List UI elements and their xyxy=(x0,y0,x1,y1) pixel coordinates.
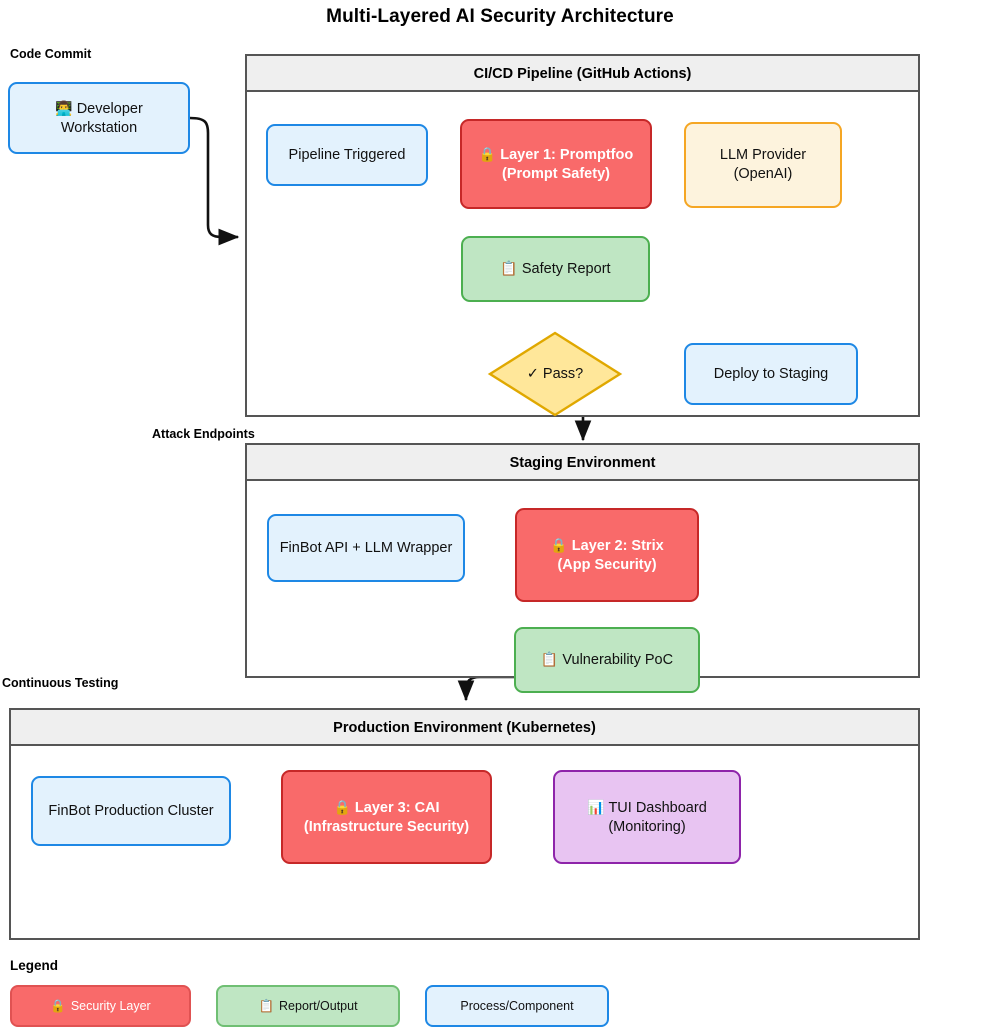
node-label: FinBot API + LLM Wrapper xyxy=(279,539,453,556)
legend-item-security-layer[interactable]: 🔒 Security Layer xyxy=(10,985,191,1027)
node-label: Pipeline Triggered xyxy=(288,146,406,163)
clipboard-emoji: 📋 xyxy=(540,651,559,668)
node-label-line1: Developer xyxy=(76,100,143,117)
lock-emoji: 🔒 xyxy=(50,998,66,1013)
subgraph-title-staging: Staging Environment xyxy=(247,445,918,481)
node-layer3-cai[interactable]: 🔒 Layer 3: CAI (Infrastructure Security) xyxy=(281,770,492,864)
node-finbot-api[interactable]: FinBot API + LLM Wrapper xyxy=(267,514,465,582)
node-llm-provider[interactable]: LLM Provider (OpenAI) xyxy=(684,122,842,208)
legend-item-process-component[interactable]: Process/Component xyxy=(425,985,609,1027)
page-title: Multi-Layered AI Security Architecture xyxy=(326,6,674,27)
node-label: Safety Report xyxy=(521,261,611,278)
node-label-line2: Workstation xyxy=(60,119,138,136)
node-layer2-strix[interactable]: 🔒 Layer 2: Strix (App Security) xyxy=(515,508,699,602)
node-pass-decision[interactable]: ✓ Pass? xyxy=(487,330,623,418)
technologist-emoji: 👨‍💻 xyxy=(55,99,73,116)
node-label: FinBot Production Cluster xyxy=(48,802,214,819)
node-safety-report[interactable]: 📋 Safety Report xyxy=(461,236,650,302)
node-label: Vulnerability PoC xyxy=(562,652,674,669)
node-label-line1: LLM Provider xyxy=(719,147,807,164)
node-finbot-production-cluster[interactable]: FinBot Production Cluster xyxy=(31,776,231,846)
node-pipeline-triggered[interactable]: Pipeline Triggered xyxy=(266,124,428,186)
clipboard-emoji: 📋 xyxy=(258,998,275,1013)
node-label-line2: (App Security) xyxy=(557,556,657,573)
lock-emoji: 🔒 xyxy=(478,145,497,162)
legend-item-report-output[interactable]: 📋 Report/Output xyxy=(216,985,400,1027)
edge-label-code-commit: Code Commit xyxy=(10,47,92,61)
node-label-line2: (Prompt Safety) xyxy=(502,165,610,182)
lock-emoji: 🔒 xyxy=(333,798,351,815)
clipboard-emoji: 📋 xyxy=(500,260,518,277)
node-label: ✓ Pass? xyxy=(526,366,584,382)
node-label-line1: Layer 1: Promptfoo xyxy=(500,146,634,163)
diamond-shape xyxy=(487,331,623,417)
node-label-line1: Layer 3: CAI xyxy=(354,799,440,816)
bar-chart-emoji: 📊 xyxy=(587,798,605,815)
node-tui-dashboard[interactable]: 📊 TUI Dashboard (Monitoring) xyxy=(553,770,741,864)
node-label-line1: Layer 2: Strix xyxy=(571,537,664,554)
node-label-line2: (Infrastructure Security) xyxy=(303,818,470,835)
node-developer-workstation[interactable]: 👨‍💻 Developer Workstation xyxy=(8,82,190,154)
node-label-line2: (Monitoring) xyxy=(608,818,686,835)
subgraph-title-production: Production Environment (Kubernetes) xyxy=(11,710,918,746)
legend-item-label: Security Layer xyxy=(70,999,151,1013)
node-layer1-promptfoo[interactable]: 🔒 Layer 1: Promptfoo (Prompt Safety) xyxy=(460,119,652,209)
legend-item-label: Process/Component xyxy=(460,999,574,1013)
edge-label-attack-endpoints: Attack Endpoints xyxy=(152,427,255,441)
lock-emoji: 🔒 xyxy=(550,536,568,553)
subgraph-title-cicd: CI/CD Pipeline (GitHub Actions) xyxy=(247,56,918,92)
node-label-line2: (OpenAI) xyxy=(733,166,793,182)
legend-title: Legend xyxy=(10,958,59,973)
node-label-line1: TUI Dashboard xyxy=(608,799,707,816)
edge-label-continuous-testing: Continuous Testing xyxy=(2,676,119,690)
node-deploy-to-staging[interactable]: Deploy to Staging xyxy=(684,343,858,405)
node-vulnerability-poc[interactable]: 📋 Vulnerability PoC xyxy=(514,627,700,693)
node-label: Deploy to Staging xyxy=(713,365,829,382)
legend-item-label: Report/Output xyxy=(279,999,358,1013)
